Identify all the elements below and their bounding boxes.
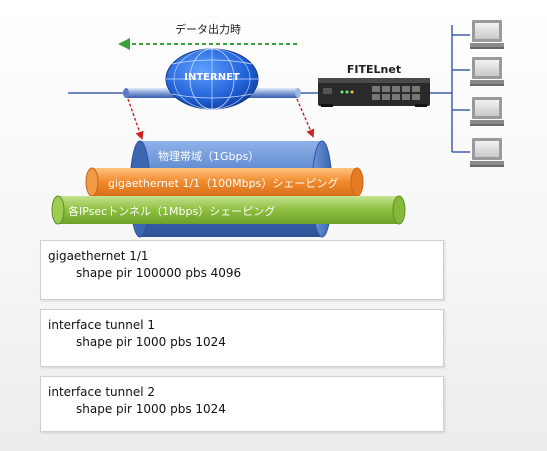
- interface-shaping-label: gigaethernet 1/1（100Mbps）シェーピング: [108, 176, 338, 190]
- data-output-label: データ出力時: [175, 22, 241, 36]
- interface-shaping-pipe: [85, 167, 364, 197]
- config-command: interface tunnel 2: [48, 385, 156, 399]
- config-box-tunnel-2: interface tunnel 2 shape pir 1000 pbs 10…: [40, 376, 444, 432]
- internet-label: INTERNET: [184, 72, 240, 83]
- config-shape-command: shape pir 1000 pbs 1024: [76, 335, 226, 349]
- router-icon: [318, 78, 430, 107]
- physical-bandwidth-label: 物理帯域（1Gbps）: [158, 149, 259, 163]
- config-box-interface: gigaethernet 1/1 shape pir 100000 pbs 40…: [40, 240, 444, 300]
- tunnel-shaping-label: 各IPsecトンネル（1Mbps）シェーピング: [68, 204, 275, 218]
- config-shape-command: shape pir 100000 pbs 4096: [76, 266, 242, 280]
- left-arrow: [127, 98, 144, 140]
- config-shape-command: shape pir 1000 pbs 1024: [76, 402, 226, 416]
- config-command: gigaethernet 1/1: [48, 249, 149, 263]
- pc-icon: [470, 138, 504, 167]
- pc-icon: [470, 97, 504, 126]
- pc-icon: [470, 57, 504, 86]
- pc-icon: [470, 20, 504, 49]
- right-arrow: [296, 98, 315, 138]
- router-label: FITELnet: [347, 63, 401, 76]
- tunnel-shaping-pipe: [51, 195, 406, 225]
- internet-globe-icon: [165, 48, 259, 110]
- config-command: interface tunnel 1: [48, 318, 156, 332]
- config-box-tunnel-1: interface tunnel 1 shape pir 1000 pbs 10…: [40, 309, 444, 367]
